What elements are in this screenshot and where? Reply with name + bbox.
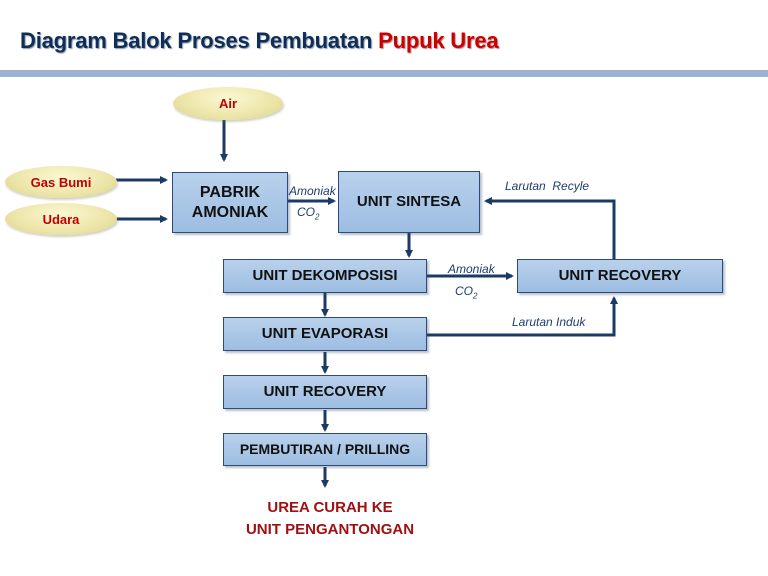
input-air: Air xyxy=(173,87,283,120)
unit-dekomposisi-label: UNIT DEKOMPOSISI xyxy=(252,266,398,284)
box-unit-recovery-right: UNIT RECOVERY xyxy=(517,259,723,293)
box-unit-evaporasi: UNIT EVAPORASI xyxy=(223,317,427,351)
box-pembutiran: PEMBUTIRAN / PRILLING xyxy=(223,433,427,466)
input-udara-label: Udara xyxy=(42,211,80,227)
output-line1: UREA CURAH KE xyxy=(267,499,393,516)
unit-evaporasi-label: UNIT EVAPORASI xyxy=(261,324,389,342)
pembutiran-label: PEMBUTIRAN / PRILLING xyxy=(239,440,411,457)
unit-sintesa-label: UNIT SINTESA xyxy=(356,192,462,210)
title-highlight: Pupuk Urea xyxy=(378,28,499,53)
label-larutan-induk: Larutan Induk xyxy=(512,315,586,329)
pabrik-amoniak-line2: AMONIAK xyxy=(191,203,269,221)
label-co2-1: CO2 xyxy=(297,205,319,221)
unit-recovery-right-label: UNIT RECOVERY xyxy=(558,266,682,284)
input-air-label: Air xyxy=(218,96,238,111)
input-gas-bumi-label: Gas Bumi xyxy=(30,174,92,190)
box-unit-dekomposisi: UNIT DEKOMPOSISI xyxy=(223,259,427,293)
label-co2-2-text: CO xyxy=(455,284,473,298)
label-co2-1-text: CO xyxy=(297,205,315,219)
box-unit-sintesa: UNIT SINTESA xyxy=(338,171,480,233)
output-line2: UNIT PENGANTONGAN xyxy=(245,521,415,538)
box-unit-recovery-main: UNIT RECOVERY xyxy=(223,375,427,409)
label-amoniak-1: Amoniak xyxy=(289,184,336,198)
arrow-evaporasi-to-recovery xyxy=(425,296,618,337)
title-main: Diagram Balok Proses Pembuatan xyxy=(20,28,373,53)
label-amoniak-2: Amoniak xyxy=(448,262,495,276)
box-pabrik-amoniak: PABRIK AMONIAK xyxy=(172,172,288,233)
input-gas-bumi: Gas Bumi xyxy=(5,166,117,198)
title-divider xyxy=(0,70,768,77)
arrow-recovery-to-sintesa xyxy=(484,197,616,259)
label-co2-2-sub: 2 xyxy=(473,291,478,301)
pabrik-amoniak-line1: PABRIK xyxy=(199,183,261,201)
unit-recovery-main-label: UNIT RECOVERY xyxy=(263,382,387,400)
output-urea: UREA CURAH KE UNIT PENGANTONGAN xyxy=(230,497,430,541)
input-udara: Udara xyxy=(5,203,117,235)
label-co2-1-sub: 2 xyxy=(315,212,320,222)
label-larutan-recycle: Larutan Recyle xyxy=(505,179,590,193)
label-co2-2: CO2 xyxy=(455,284,477,300)
page-title: Diagram Balok Proses Pembuatan Pupuk Ure… xyxy=(20,28,499,54)
